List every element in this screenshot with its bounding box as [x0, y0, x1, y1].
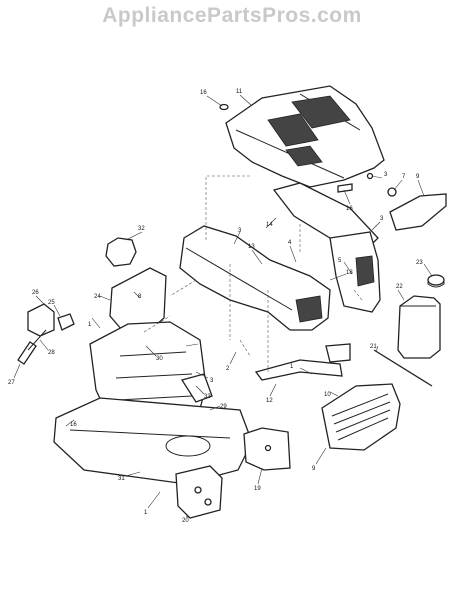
axle-bracket-19 [175, 465, 223, 519]
front-shroud-14 [179, 225, 331, 331]
side-shroud-right [329, 231, 381, 313]
callout-12: 12 [266, 398, 273, 404]
hood-hinge-6 [337, 183, 353, 193]
ignition-key-26 [17, 329, 47, 365]
callout-2: 2 [226, 366, 230, 372]
callout-16-top: 16 [200, 90, 207, 96]
callout-1-bottom: 1 [144, 510, 148, 516]
headlight-lens-10 [389, 193, 447, 231]
callout-26: 27 [8, 380, 15, 386]
assembly-dashed-lines [143, 175, 363, 372]
callout-18: 19 [254, 486, 261, 492]
leader-lines [13, 94, 433, 519]
callout-1-bracket: 1 [290, 364, 294, 370]
site-watermark: AppliancePartsPros.com [102, 4, 362, 27]
callout-27: 28 [48, 350, 55, 356]
callout-16-left: 16 [70, 422, 77, 428]
fuel-cap-22 [427, 274, 445, 288]
nose-grille-11 [321, 383, 401, 451]
ignition-switch-24 [27, 303, 75, 337]
callout-3-dash: 3 [210, 378, 214, 384]
callout-25: 26 [32, 290, 39, 296]
knob-31 [105, 237, 137, 267]
callout-8: 8 [138, 294, 142, 300]
callout-5: 5 [338, 258, 342, 264]
tractor-frame [53, 397, 253, 485]
callout-14: 13 [248, 244, 255, 250]
fuel-line-20 [373, 349, 433, 387]
callout-32: 33 [204, 394, 211, 400]
callout-11: 10 [324, 392, 331, 398]
bracket-18 [243, 427, 291, 471]
callout-3-headlight: 3 [384, 172, 388, 178]
callout-20: 21 [370, 344, 377, 350]
callout-28: 29 [220, 404, 227, 410]
callout-31: 32 [138, 226, 145, 232]
callout-24: 25 [48, 300, 55, 306]
callout-30: 31 [118, 476, 125, 482]
hood-vent-grille [267, 95, 351, 167]
callout-3-side: 3 [380, 216, 384, 222]
callout-10: 9 [416, 174, 420, 180]
callout-labels: 16 11 3 7 9 16 14 3 3 13 4 5 18 23 22 21… [8, 89, 423, 524]
callout-3-shroud: 3 [238, 228, 242, 234]
fuel-tank-21 [397, 295, 441, 359]
hood-bracket-12 [254, 343, 351, 381]
hood-part-13 [225, 85, 385, 188]
callout-1-left: 1 [88, 322, 92, 328]
callout-19: 20 [182, 518, 189, 524]
callout-17: 18 [346, 270, 353, 276]
callout-15: 14 [266, 222, 273, 228]
callout-13: 11 [236, 89, 243, 95]
callout-21: 22 [396, 284, 403, 290]
callout-7: 7 [402, 174, 406, 180]
bracket-32 [180, 373, 213, 403]
callout-4: 4 [288, 240, 292, 246]
callout-29: 30 [156, 356, 163, 362]
callout-9: 9 [312, 466, 316, 472]
callout-23: 24 [94, 294, 101, 300]
callout-22: 23 [416, 260, 423, 266]
headlight-socket-3 [366, 172, 374, 180]
callout-16-right: 16 [346, 206, 353, 212]
